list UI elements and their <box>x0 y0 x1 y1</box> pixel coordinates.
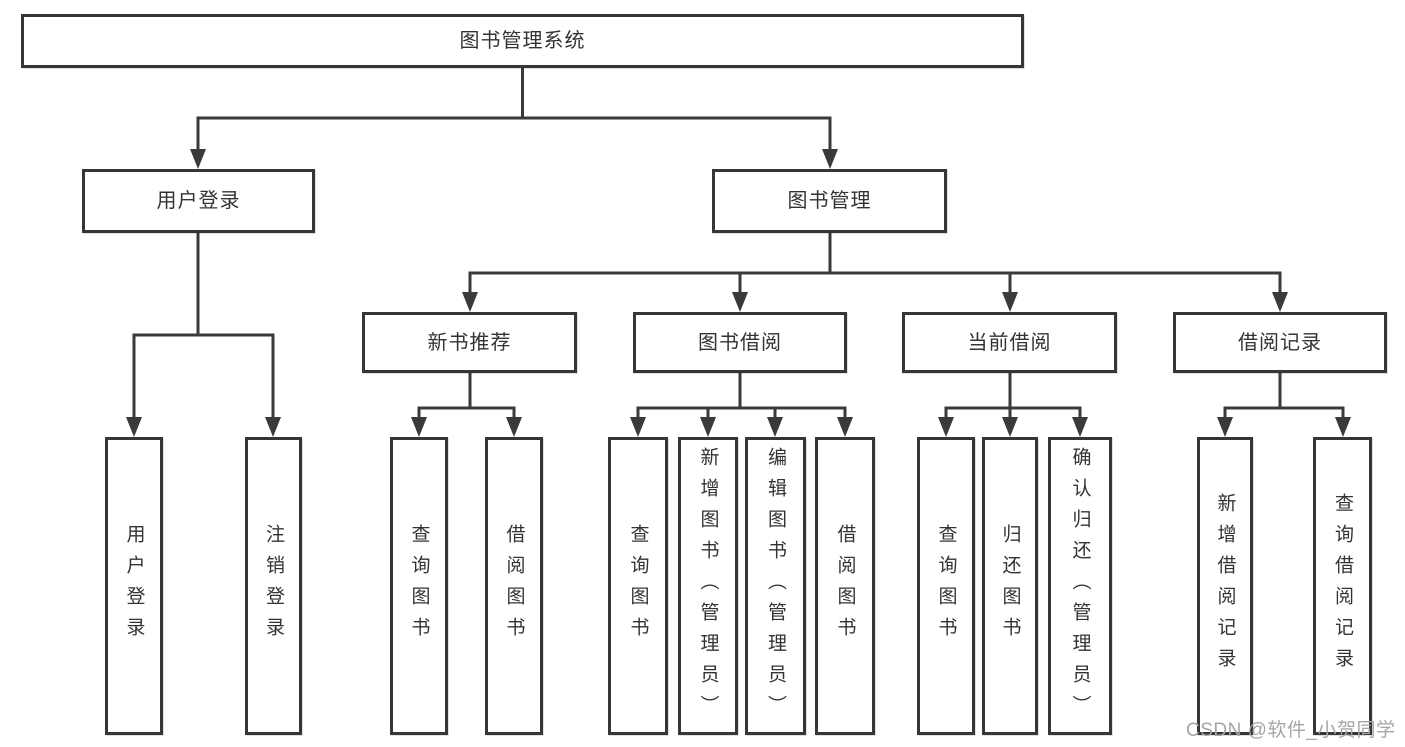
connector-book-borrow <box>630 373 853 437</box>
leaf-cb-query-book: 查询图书 <box>917 437 975 735</box>
leaf-bb-add-book-admin: 新增图书（管理员） <box>678 437 738 735</box>
leaf-nb-query-book: 查询图书 <box>390 437 448 735</box>
leaf-bb-query-book: 查询图书 <box>608 437 668 735</box>
leaf-br-query-record: 查询借阅记录 <box>1313 437 1372 735</box>
node-borrow-records: 借阅记录 <box>1173 312 1387 373</box>
watermark: CSDN @软件_小贺同学 <box>1186 720 1396 741</box>
node-new-book-recommend: 新书推荐 <box>362 312 577 373</box>
connector-new-book-recommend <box>411 373 522 437</box>
leaf-br-add-record: 新增借阅记录 <box>1197 437 1253 735</box>
connector-book-management <box>462 233 1288 312</box>
node-user-login: 用户登录 <box>82 169 315 233</box>
leaf-user-login: 用户登录 <box>105 437 163 735</box>
leaf-bb-edit-book-admin: 编辑图书（管理员） <box>745 437 806 735</box>
connector-current-borrow <box>938 373 1088 437</box>
node-book-borrow: 图书借阅 <box>633 312 847 373</box>
leaf-cb-confirm-return-admin: 确认归还（管理员） <box>1048 437 1112 735</box>
connector-user-login <box>126 233 281 437</box>
node-book-management: 图书管理 <box>712 169 947 233</box>
leaf-bb-borrow-book: 借阅图书 <box>815 437 875 735</box>
leaf-nb-borrow-book: 借阅图书 <box>485 437 543 735</box>
leaf-logout: 注销登录 <box>245 437 302 735</box>
node-current-borrow: 当前借阅 <box>902 312 1117 373</box>
connector-borrow-records <box>1217 373 1351 437</box>
node-root: 图书管理系统 <box>21 14 1024 68</box>
connector-root <box>190 68 838 169</box>
leaf-cb-return-book: 归还图书 <box>982 437 1038 735</box>
